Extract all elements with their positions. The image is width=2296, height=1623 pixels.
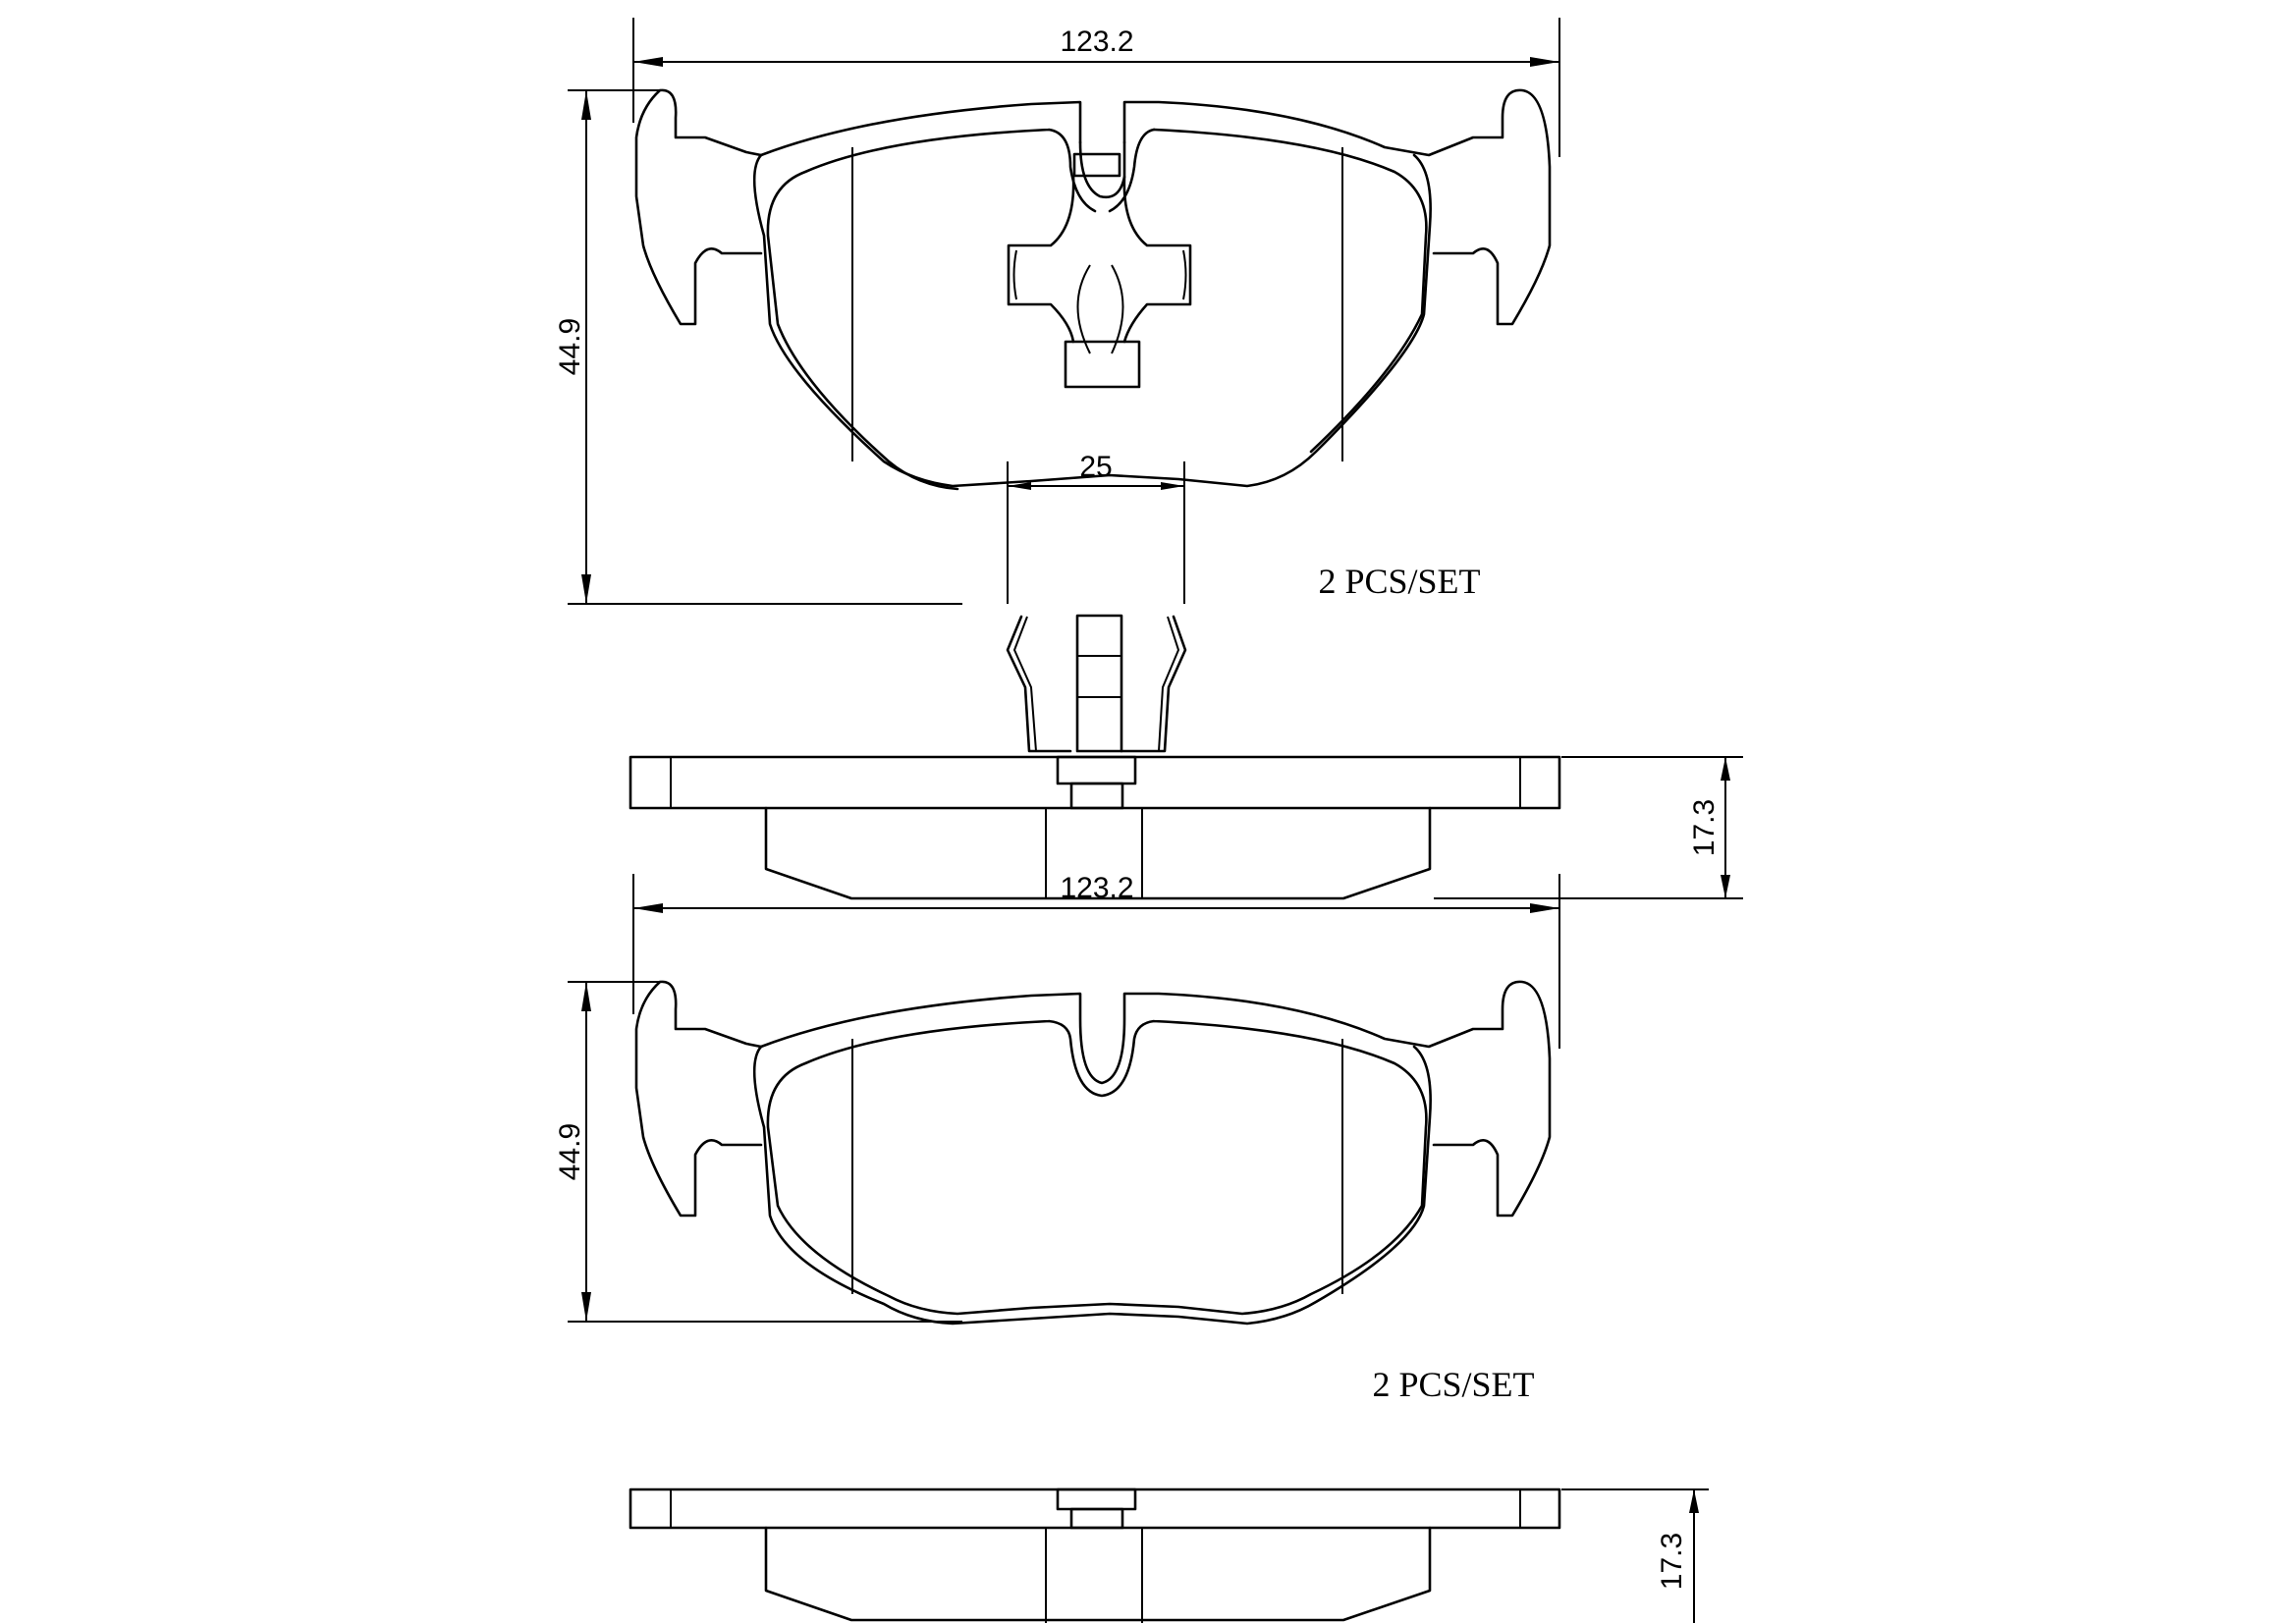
sensor-clip-top bbox=[1007, 152, 1192, 389]
clip-width-dimension: 25 bbox=[1007, 451, 1185, 604]
side-view-plain: 17.3 2 PCS/SET bbox=[629, 1365, 1709, 1623]
width-label: 123.2 bbox=[1060, 26, 1133, 58]
top-view-plain: 123.2 44.9 bbox=[554, 872, 1560, 1325]
height-dimension-top-2: 44.9 bbox=[554, 981, 962, 1323]
width-dimension-top-2: 123.2 bbox=[632, 872, 1560, 1049]
friction-pad-outline bbox=[766, 128, 1156, 491]
clip-spring-left bbox=[1006, 615, 1072, 753]
backing-plate-outline bbox=[634, 88, 1552, 326]
friction-block-side-1 bbox=[764, 806, 1432, 900]
width-label-2: 123.2 bbox=[1060, 872, 1133, 904]
height-label: 44.9 bbox=[554, 318, 586, 375]
height-label-2: 44.9 bbox=[554, 1123, 586, 1180]
friction-block-side-2 bbox=[764, 1526, 1432, 1622]
side-view-with-sensor: 17.3 2 PCS/SET bbox=[629, 562, 1743, 900]
qty-label-1: 2 PCS/SET bbox=[1318, 562, 1480, 601]
thickness-label-1: 17.3 bbox=[1688, 799, 1721, 856]
width-dimension-top-1: 123.2 bbox=[632, 18, 1560, 157]
sensor-body bbox=[1075, 614, 1123, 753]
thickness-label-2: 17.3 bbox=[1656, 1533, 1688, 1590]
clip-spring-right bbox=[1120, 615, 1187, 753]
friction-outline-inner bbox=[1078, 140, 1126, 199]
qty-label-2: 2 PCS/SET bbox=[1372, 1365, 1534, 1404]
friction-outline-outer bbox=[752, 153, 1432, 488]
clip-width-label: 25 bbox=[1079, 451, 1112, 483]
top-view-with-sensor: 123.2 44.9 bbox=[554, 18, 1560, 605]
height-dimension-top-1: 44.9 bbox=[554, 89, 962, 605]
